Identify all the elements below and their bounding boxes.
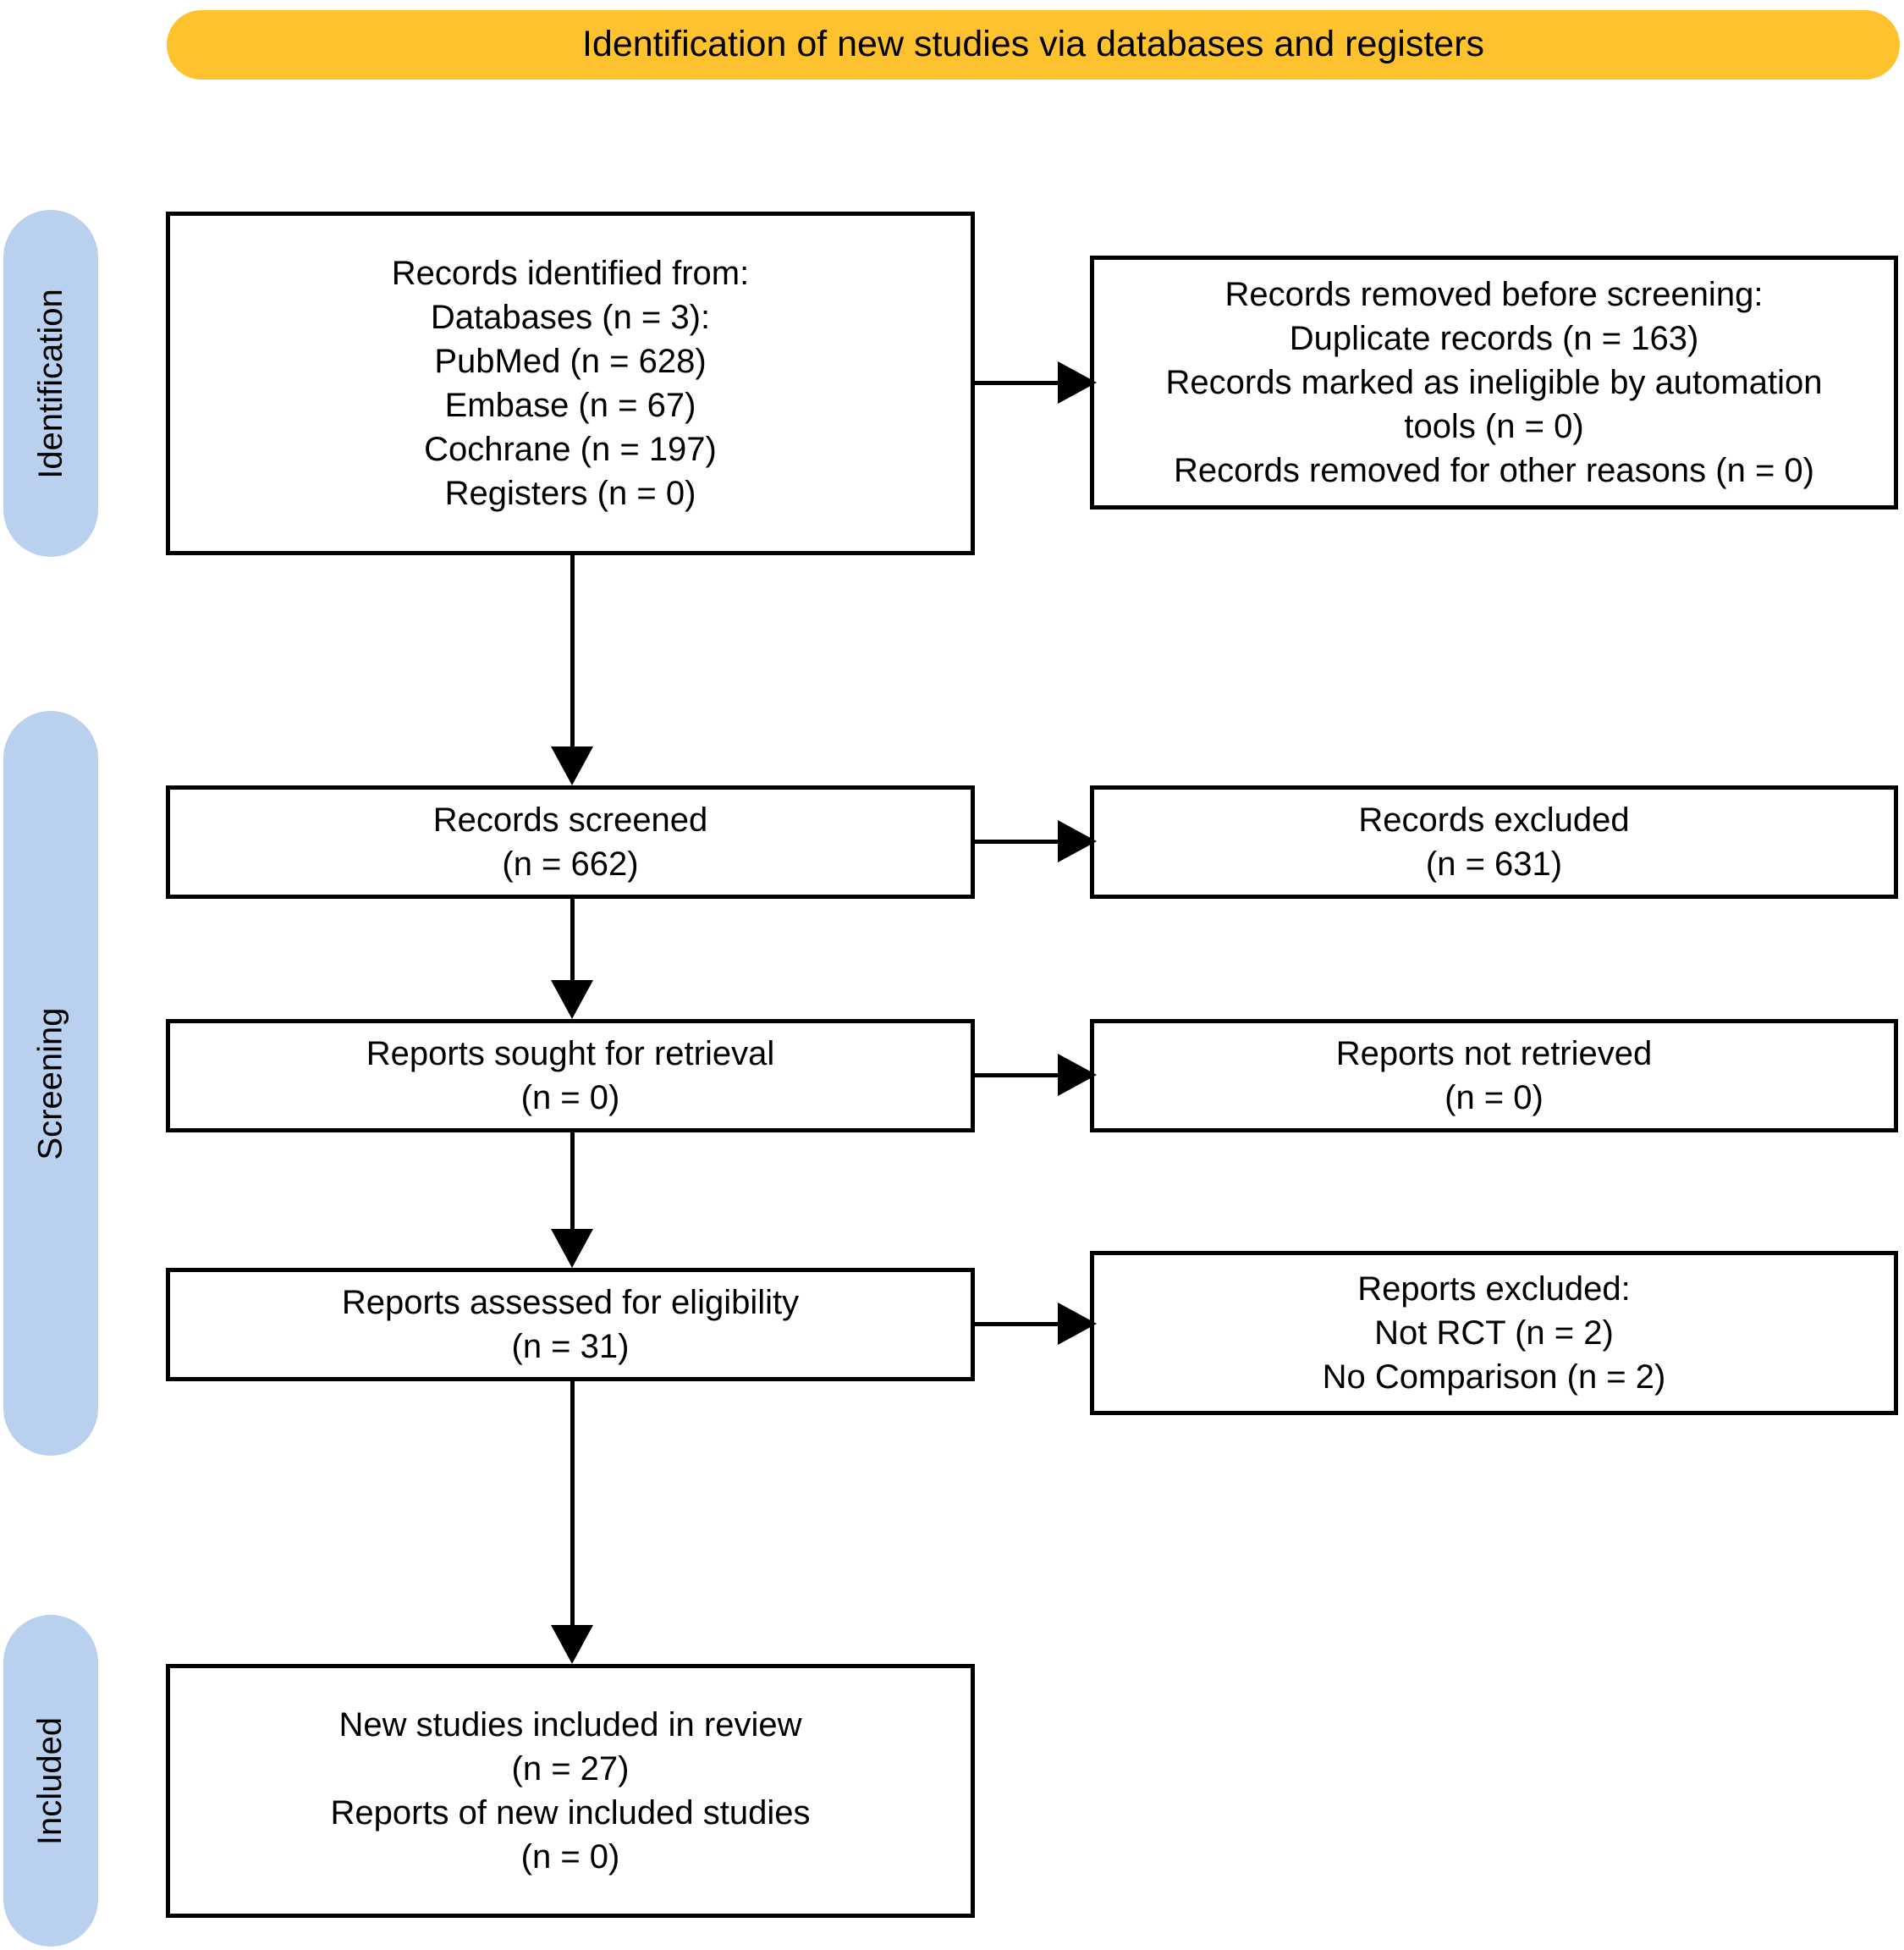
box-new-studies-included: New studies included in review (n = 27) Re… bbox=[166, 1664, 975, 1918]
box-records-excluded: Records excluded (n = 631) bbox=[1090, 785, 1898, 899]
box-text-line: Registers (n = 0) bbox=[444, 475, 696, 512]
connector-sought-to-not-retrieved-arrowhead bbox=[1058, 1054, 1097, 1096]
box-reports-sought-text: Reports sought for retrieval (n = 0) bbox=[355, 1032, 786, 1120]
connector-assessed-to-reports-excluded-line bbox=[975, 1322, 1059, 1326]
box-records-removed-before-screening: Records removed before screening: Duplica… bbox=[1090, 256, 1898, 510]
box-reports-assessed-text: Reports assessed for eligibility (n = 31) bbox=[330, 1281, 811, 1369]
connector-sought-to-not-retrieved-line bbox=[975, 1073, 1059, 1077]
box-records-excluded-text: Records excluded (n = 631) bbox=[1346, 798, 1641, 886]
box-text-line: Not RCT (n = 2) bbox=[1374, 1314, 1614, 1352]
diagram-header-banner: Identification of new studies via databa… bbox=[167, 10, 1900, 80]
connector-identified-to-removed-arrowhead bbox=[1058, 361, 1097, 404]
box-text-line: Records removed before screening: bbox=[1224, 276, 1764, 313]
box-text-line: (n = 31) bbox=[511, 1328, 630, 1365]
box-text-line: Reports sought for retrieval bbox=[366, 1035, 775, 1072]
page-title: Identification of new studies via databa… bbox=[581, 24, 1485, 65]
box-text-line: (n = 0) bbox=[1445, 1079, 1544, 1116]
connector-identified-to-screened-line bbox=[570, 555, 575, 748]
box-text-line: (n = 27) bbox=[511, 1750, 630, 1788]
box-text-line: Databases (n = 3): bbox=[430, 299, 711, 336]
connector-screened-to-excluded-line bbox=[975, 840, 1059, 844]
box-text-line: Records identified from: bbox=[391, 255, 750, 292]
box-text-line: Records removed for other reasons (n = 0… bbox=[1173, 452, 1814, 489]
box-text-line: (n = 631) bbox=[1425, 846, 1563, 883]
box-text-line: Records screened bbox=[432, 801, 708, 839]
box-text-line: Records marked as ineligible by automati… bbox=[1165, 364, 1823, 401]
box-text-line: Embase (n = 67) bbox=[444, 387, 696, 424]
box-text-line: tools (n = 0) bbox=[1404, 408, 1584, 445]
box-reports-not-retrieved-text: Reports not retrieved (n = 0) bbox=[1324, 1032, 1665, 1120]
connector-assessed-to-included-line bbox=[570, 1381, 575, 1627]
box-text-line: Reports not retrieved bbox=[1335, 1035, 1653, 1072]
box-text-line: Reports assessed for eligibility bbox=[341, 1284, 800, 1321]
box-reports-excluded-text: Reports excluded: Not RCT (n = 2) No Compa… bbox=[1311, 1267, 1678, 1399]
stage-label-screening-text: Screening bbox=[31, 1006, 69, 1160]
box-reports-assessed-for-eligibility: Reports assessed for eligibility (n = 31) bbox=[166, 1268, 975, 1381]
stage-label-included: Included bbox=[3, 1615, 98, 1947]
connector-identified-to-screened-arrowhead bbox=[551, 746, 593, 785]
box-records-screened-text: Records screened (n = 662) bbox=[421, 798, 720, 886]
box-text-line: Reports of new included studies bbox=[330, 1794, 811, 1832]
box-text-line: New studies included in review bbox=[338, 1706, 802, 1743]
box-records-screened: Records screened (n = 662) bbox=[166, 785, 975, 899]
box-records-removed-text: Records removed before screening: Duplica… bbox=[1154, 273, 1835, 493]
stage-label-screening: Screening bbox=[3, 711, 98, 1456]
box-new-studies-included-text: New studies included in review (n = 27) Re… bbox=[319, 1703, 823, 1879]
connector-screened-to-excluded-arrowhead bbox=[1058, 820, 1097, 862]
box-reports-sought-for-retrieval: Reports sought for retrieval (n = 0) bbox=[166, 1019, 975, 1132]
box-text-line: No Comparison (n = 2) bbox=[1322, 1358, 1666, 1396]
box-text-line: Duplicate records (n = 163) bbox=[1289, 320, 1699, 357]
box-reports-not-retrieved: Reports not retrieved (n = 0) bbox=[1090, 1019, 1898, 1132]
box-text-line: (n = 662) bbox=[502, 846, 639, 883]
box-reports-excluded: Reports excluded: Not RCT (n = 2) No Compa… bbox=[1090, 1251, 1898, 1415]
box-text-line: (n = 0) bbox=[520, 1079, 620, 1116]
connector-screened-to-sought-line bbox=[570, 899, 575, 982]
box-text-line: Reports excluded: bbox=[1357, 1270, 1631, 1308]
box-text-line: Records excluded bbox=[1358, 801, 1630, 839]
stage-label-identification: Identification bbox=[3, 210, 98, 557]
connector-identified-to-removed-line bbox=[975, 381, 1059, 385]
connector-sought-to-assessed-line bbox=[570, 1132, 575, 1231]
box-records-identified-text: Records identified from: Databases (n = 3… bbox=[380, 251, 761, 515]
box-records-identified: Records identified from: Databases (n = 3… bbox=[166, 212, 975, 555]
connector-screened-to-sought-arrowhead bbox=[551, 980, 593, 1019]
box-text-line: (n = 0) bbox=[520, 1838, 620, 1876]
box-text-line: PubMed (n = 628) bbox=[434, 343, 707, 380]
connector-assessed-to-included-arrowhead bbox=[551, 1625, 593, 1664]
stage-label-included-text: Included bbox=[31, 1716, 69, 1845]
stage-label-identification-text: Identification bbox=[31, 288, 69, 479]
connector-assessed-to-reports-excluded-arrowhead bbox=[1058, 1303, 1097, 1345]
box-text-line: Cochrane (n = 197) bbox=[424, 431, 717, 468]
connector-sought-to-assessed-arrowhead bbox=[551, 1229, 593, 1268]
